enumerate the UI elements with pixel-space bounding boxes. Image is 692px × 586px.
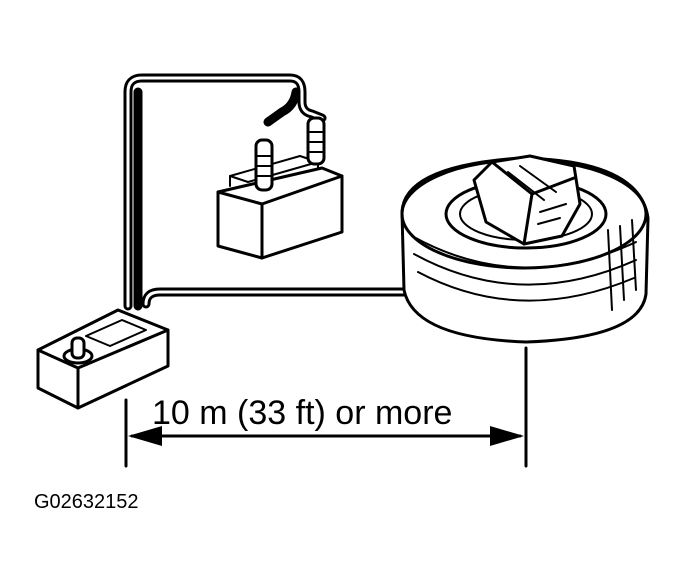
battery bbox=[216, 116, 344, 260]
toggle-switch bbox=[62, 336, 94, 365]
figure-code: G02632152 bbox=[34, 491, 139, 513]
left-arrowhead bbox=[128, 426, 162, 446]
distance-label: 10 m (33 ft) or more bbox=[152, 394, 452, 432]
airbag-module bbox=[472, 154, 582, 246]
battery-clamp-negative bbox=[254, 138, 274, 192]
deployment-tool-box bbox=[36, 308, 170, 410]
deployment-cable bbox=[141, 287, 417, 309]
distance-dimension: 10 m (33 ft) or more bbox=[124, 346, 528, 468]
battery-clamp-positive bbox=[306, 116, 326, 166]
battery-cable bbox=[123, 73, 327, 311]
right-arrowhead bbox=[490, 426, 524, 446]
